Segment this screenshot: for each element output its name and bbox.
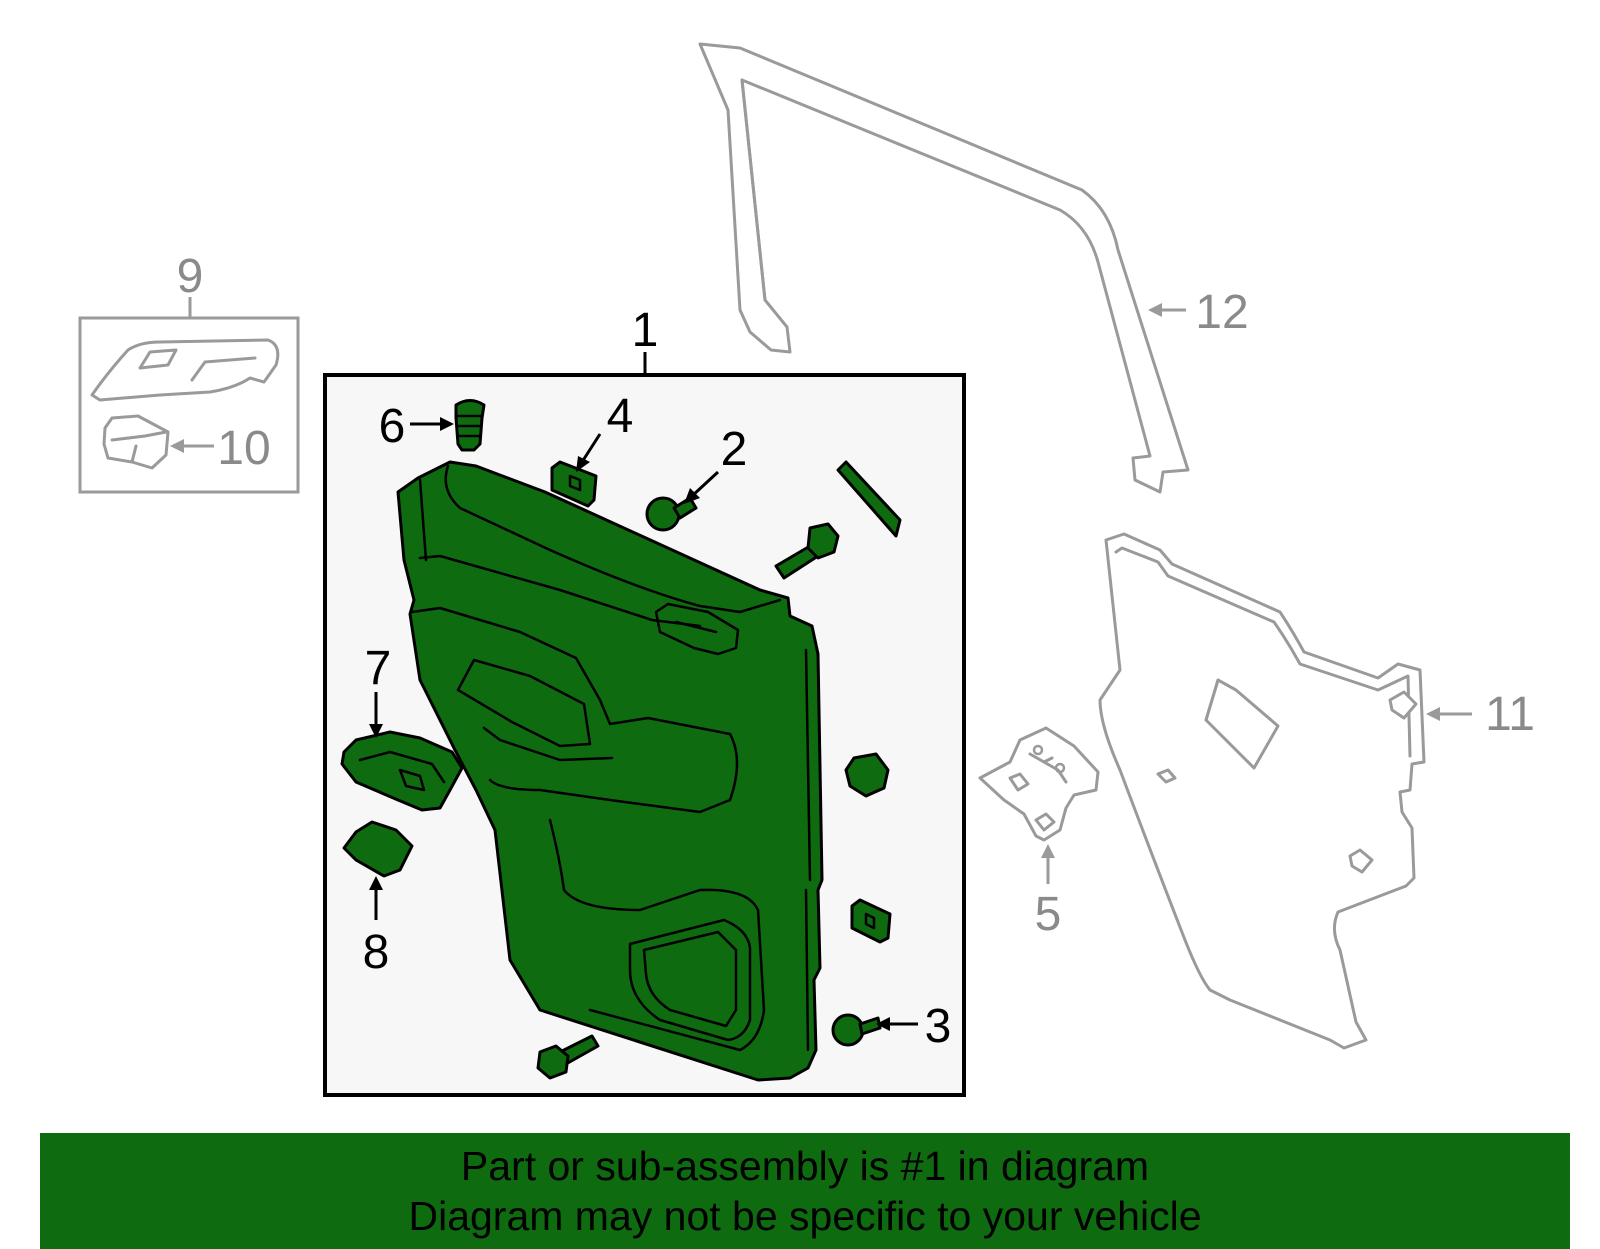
- part-9-switch-assembly-box[interactable]: [78, 316, 300, 494]
- callout-12: 12: [1195, 286, 1248, 339]
- part-1-door-trim-panel[interactable]: [396, 460, 824, 1082]
- callout-5: 5: [1035, 888, 1062, 941]
- banner-line-2: Diagram may not be specific to your vehi…: [408, 1193, 1202, 1239]
- part-6-push-retainer[interactable]: [454, 399, 486, 452]
- callout-8: 8: [363, 926, 390, 979]
- leader-lines: [170, 297, 1472, 1031]
- clip-lower[interactable]: [850, 898, 892, 944]
- callout-3: 3: [925, 1000, 952, 1053]
- part-12-window-run-channel[interactable]: [698, 42, 1190, 494]
- part-2-fastener[interactable]: [645, 496, 698, 532]
- part-9-switch-bezel: [90, 338, 280, 402]
- callout-2: 2: [721, 423, 748, 476]
- info-banner: Part or sub-assembly is #1 in diagram Di…: [40, 1133, 1570, 1249]
- callout-6: 6: [379, 400, 406, 453]
- part-10-switch: [102, 414, 170, 470]
- bolt-upper[interactable]: [774, 522, 840, 580]
- callout-9: 9: [177, 250, 204, 303]
- part-4-clip[interactable]: [550, 460, 598, 508]
- part-3-fastener[interactable]: [831, 1013, 882, 1047]
- trim-strip[interactable]: [836, 460, 902, 538]
- callout-1: 1: [632, 304, 659, 357]
- callout-10: 10: [217, 422, 270, 475]
- part-8-cover-cap[interactable]: [342, 820, 414, 878]
- part-7-inside-handle[interactable]: [340, 730, 464, 812]
- bolt-lower[interactable]: [536, 1034, 600, 1080]
- part-11-water-deflector[interactable]: [1098, 532, 1426, 1050]
- callout-7: 7: [365, 642, 392, 695]
- callout-11: 11: [1485, 688, 1535, 741]
- hex-nut[interactable]: [844, 752, 890, 798]
- banner-line-1: Part or sub-assembly is #1 in diagram: [460, 1143, 1150, 1189]
- callout-4: 4: [607, 390, 634, 443]
- part-5-handle-bracket[interactable]: [978, 726, 1100, 842]
